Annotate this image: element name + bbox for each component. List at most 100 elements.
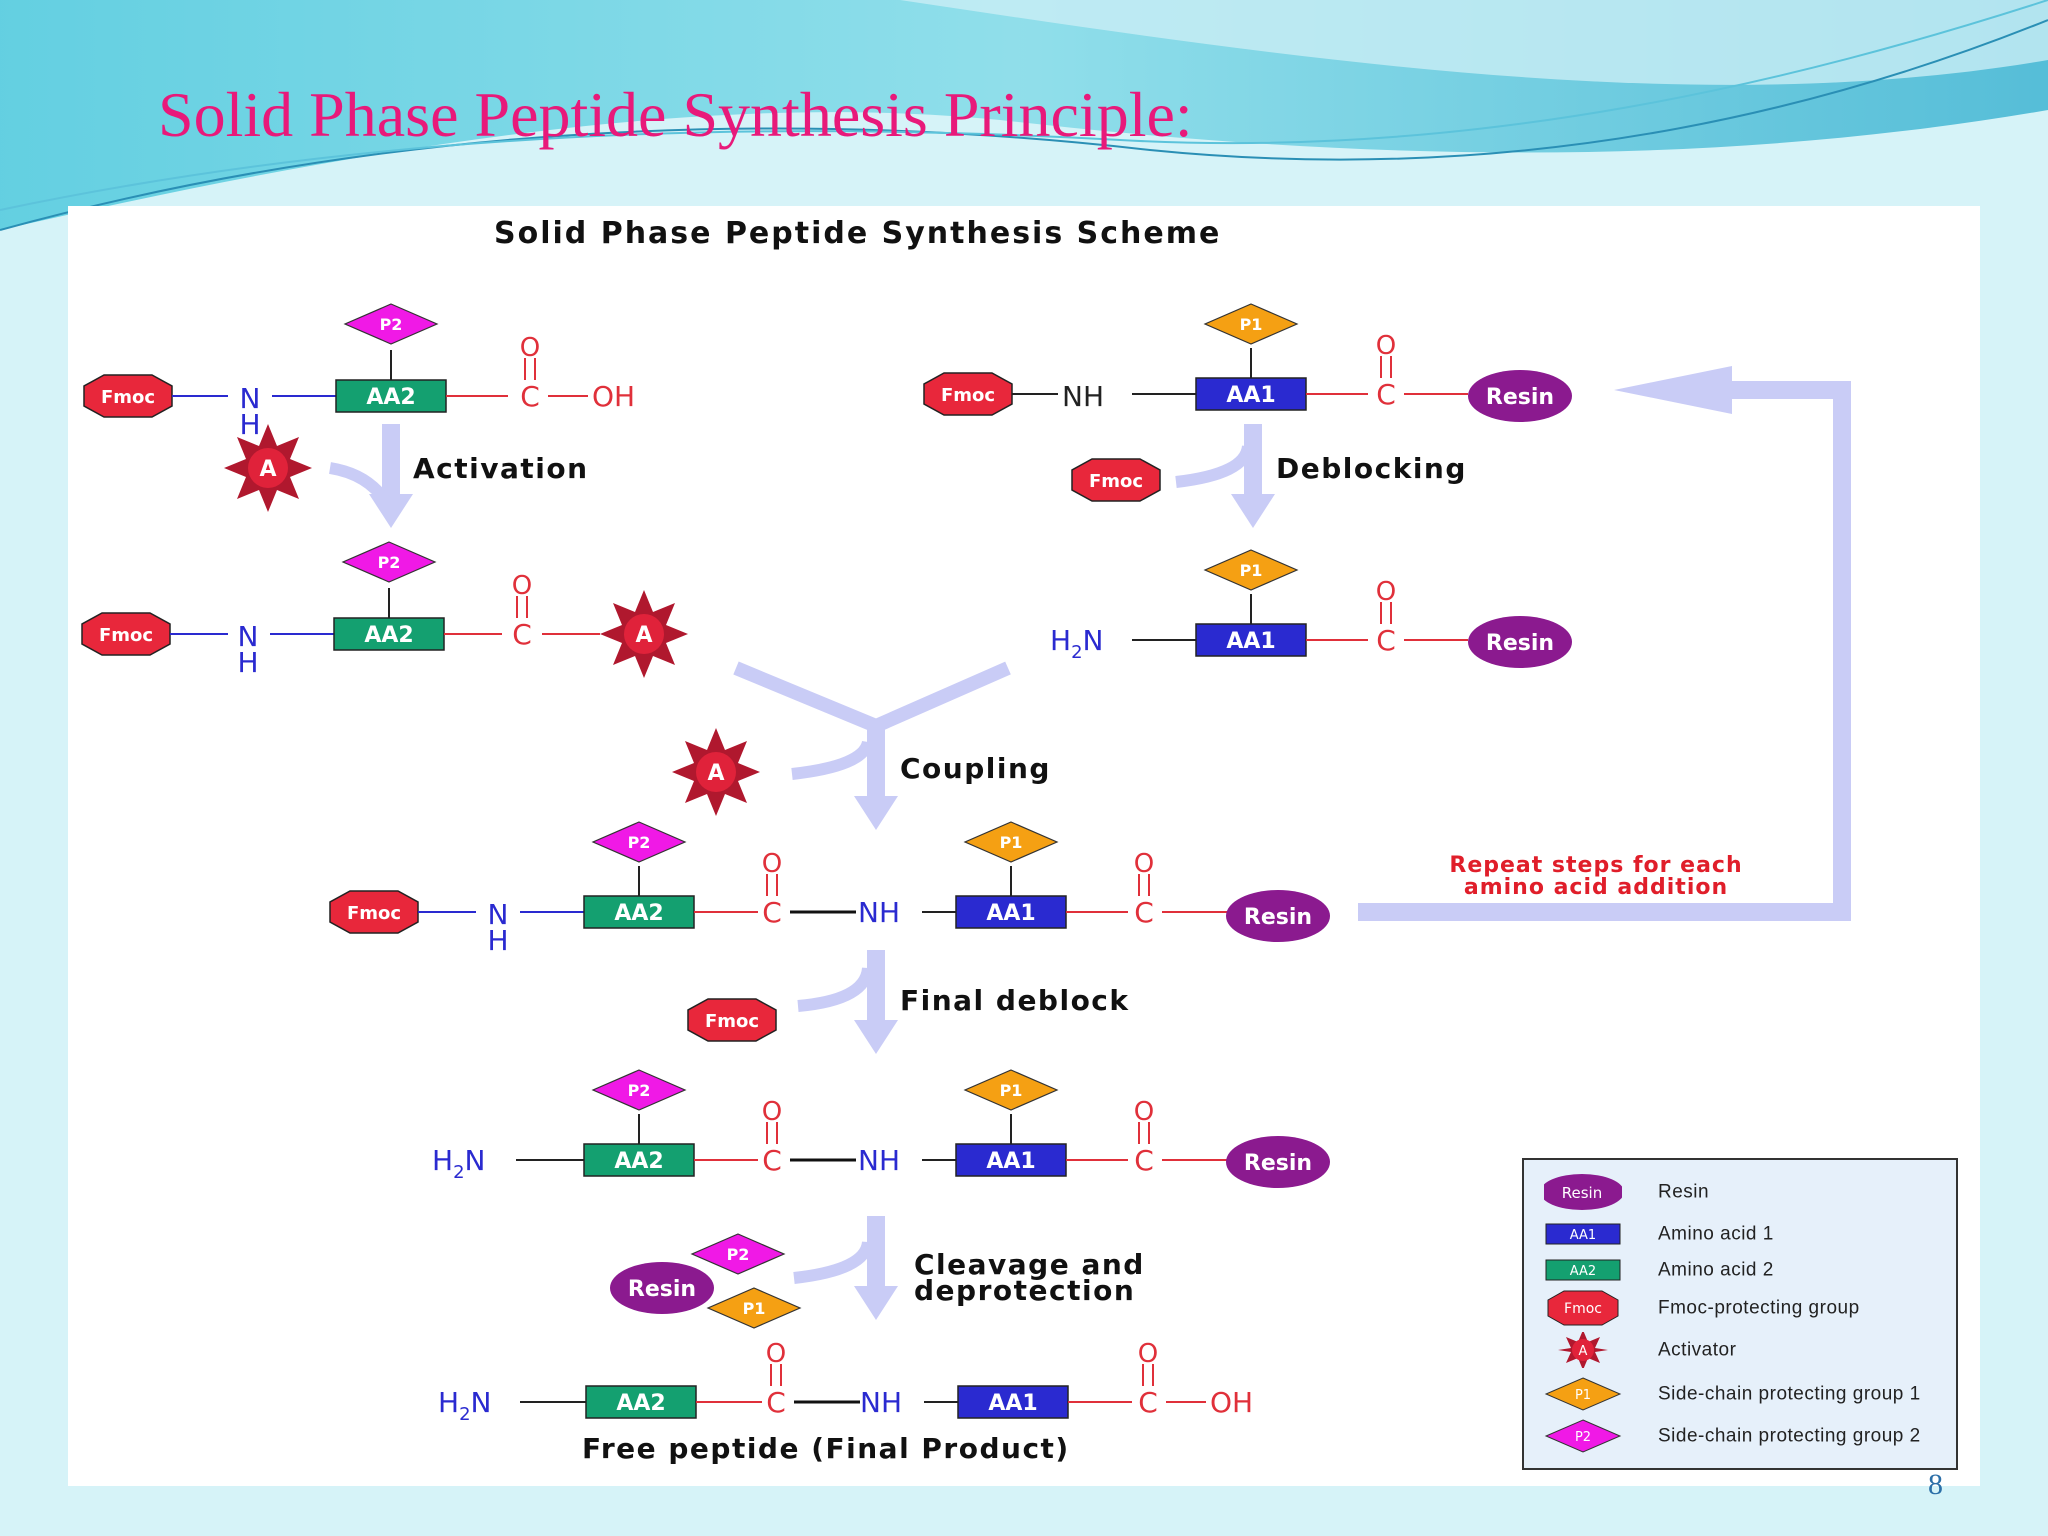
c-atom: C xyxy=(1376,378,1396,411)
resin-symbol: Resin xyxy=(1486,631,1554,656)
legend-item-p2: P2 Side-chain protecting group 2 xyxy=(1524,1418,1956,1454)
legend-item-p1: P1 Side-chain protecting group 1 xyxy=(1524,1376,1956,1412)
o-atom: O xyxy=(1138,1339,1158,1369)
fmoc-aa2-acid: Fmoc N H AA2 P2 C O OH xyxy=(83,303,635,441)
activator-symbol: A xyxy=(259,457,276,482)
coupling-arrow xyxy=(733,661,1011,830)
deblocking-arrow xyxy=(1231,424,1275,528)
fmoc-symbol: Fmoc xyxy=(101,387,155,408)
c-atom: C xyxy=(762,896,782,929)
p2-icon: P2 xyxy=(1544,1419,1622,1453)
p1-symbol: P1 xyxy=(1000,1081,1023,1100)
aa1-symbol: AA1 xyxy=(1226,383,1275,408)
legend-item-activator: A Activator xyxy=(1524,1332,1956,1368)
fmoc-symbol: Fmoc xyxy=(1089,471,1143,492)
legend-item-resin: Resin Resin xyxy=(1524,1174,1956,1210)
legend-item-aa1: AA1 Amino acid 1 xyxy=(1524,1216,1956,1252)
aa2-symbol: AA2 xyxy=(616,1391,665,1416)
free-peptide: H2N AA2 C O NH AA1 C O OH xyxy=(438,1339,1253,1425)
p2-symbol: P2 xyxy=(628,833,651,852)
aa2-symbol: AA2 xyxy=(366,385,415,410)
p1-symbol: P1 xyxy=(1240,561,1263,580)
p2-symbol: P2 xyxy=(727,1245,750,1264)
legend: Resin Resin AA1 Amino acid 1 AA2 Amino a… xyxy=(1522,1158,1958,1470)
o-atom: O xyxy=(1376,331,1396,361)
c-atom: C xyxy=(762,1144,782,1177)
o-atom: O xyxy=(1134,1097,1154,1127)
legend-label: Amino acid 2 xyxy=(1658,1259,1774,1281)
activator-symbol: A xyxy=(635,623,652,648)
aa2-symbol: AA2 xyxy=(614,1149,663,1174)
c-atom: C xyxy=(512,618,532,651)
synthesis-scheme: Solid Phase Peptide Synthesis Scheme Fmo… xyxy=(81,216,1851,1465)
h2n-group: H2N xyxy=(1050,624,1103,663)
aa1-symbol: AA1 xyxy=(986,1149,1035,1174)
p1-icon: P1 xyxy=(1544,1377,1622,1411)
c-atom: C xyxy=(1376,624,1396,657)
h-atom: H xyxy=(487,924,508,957)
legend-label: Activator xyxy=(1658,1339,1737,1361)
repeat-loop-arrow xyxy=(1358,366,1851,921)
legend-item-aa2: AA2 Amino acid 2 xyxy=(1524,1252,1956,1288)
aa1-symbol: AA1 xyxy=(1226,629,1275,654)
h2n-group: H2N xyxy=(438,1386,491,1425)
svg-text:P2: P2 xyxy=(1575,1430,1591,1445)
fmoc-aa2-activated: Fmoc N H AA2 P2 C O A xyxy=(81,541,688,679)
c-atom: C xyxy=(766,1386,786,1419)
h-atom: H xyxy=(237,646,258,679)
step-deblocking: Deblocking xyxy=(1276,452,1467,485)
o-atom: O xyxy=(512,571,532,601)
oh-group: OH xyxy=(1210,1386,1253,1419)
c-atom: C xyxy=(1134,1144,1154,1177)
aa2-symbol: AA2 xyxy=(614,901,663,926)
o-atom: O xyxy=(520,333,540,363)
svg-text:Fmoc: Fmoc xyxy=(1564,1301,1602,1317)
oh-group: OH xyxy=(592,380,635,413)
page-number: 8 xyxy=(1928,1468,1943,1501)
svg-text:Resin: Resin xyxy=(1562,1184,1602,1202)
legend-label: Resin xyxy=(1658,1181,1710,1203)
step-cleavage-line1: Cleavage and xyxy=(914,1248,1145,1281)
repeat-note-line1: Repeat steps for each xyxy=(1449,853,1742,878)
final-deblock-arrow xyxy=(854,950,898,1054)
legend-label: Side-chain protecting group 1 xyxy=(1658,1383,1921,1405)
step-coupling: Coupling xyxy=(900,752,1051,785)
legend-item-fmoc: Fmoc Fmoc-protecting group xyxy=(1524,1290,1956,1326)
cleavage-arrow xyxy=(854,1216,898,1320)
nh-group: NH xyxy=(858,1144,900,1177)
fmoc-symbol: Fmoc xyxy=(347,903,401,924)
svg-text:A: A xyxy=(1579,1344,1588,1359)
p1-symbol: P1 xyxy=(743,1299,766,1318)
h2n-group: H2N xyxy=(432,1144,485,1183)
o-atom: O xyxy=(1134,849,1154,879)
p2-symbol: P2 xyxy=(628,1081,651,1100)
o-atom: O xyxy=(762,1097,782,1127)
c-atom: C xyxy=(1138,1386,1158,1419)
svg-text:AA1: AA1 xyxy=(1570,1228,1596,1243)
fmoc-symbol: Fmoc xyxy=(941,385,995,406)
legend-label: Amino acid 1 xyxy=(1658,1223,1774,1245)
n-atom: N xyxy=(488,898,509,931)
aa1-symbol: AA1 xyxy=(988,1391,1037,1416)
nh-group: NH xyxy=(858,896,900,929)
p2-symbol: P2 xyxy=(378,553,401,572)
scheme-title: Solid Phase Peptide Synthesis Scheme xyxy=(494,216,1221,251)
fmoc-aa1-resin: Fmoc NH AA1 P1 C O Resin xyxy=(923,303,1572,422)
final-product-label: Free peptide (Final Product) xyxy=(582,1432,1070,1465)
c-atom: C xyxy=(520,380,540,413)
repeat-note-line2: amino acid addition xyxy=(1464,875,1728,900)
h2n-dipeptide-resin: H2N AA2 P2 C O NH AA1 P1 C O Resin xyxy=(432,1069,1330,1188)
fmoc-symbol: Fmoc xyxy=(705,1011,759,1032)
slide-title: Solid Phase Peptide Synthesis Principle: xyxy=(158,79,1193,150)
nh-group: NH xyxy=(860,1386,902,1419)
p1-symbol: P1 xyxy=(1000,833,1023,852)
aa2-symbol: AA2 xyxy=(364,623,413,648)
o-atom: O xyxy=(1376,577,1396,607)
n-atom: N xyxy=(240,382,261,415)
resin-symbol: Resin xyxy=(628,1277,696,1302)
nh-group: NH xyxy=(1062,380,1104,413)
activation-arrow xyxy=(369,424,413,528)
h2n-aa1-resin: H2N AA1 P1 C O Resin xyxy=(1050,549,1572,668)
svg-text:AA2: AA2 xyxy=(1570,1264,1596,1279)
h-atom: H xyxy=(239,408,260,441)
